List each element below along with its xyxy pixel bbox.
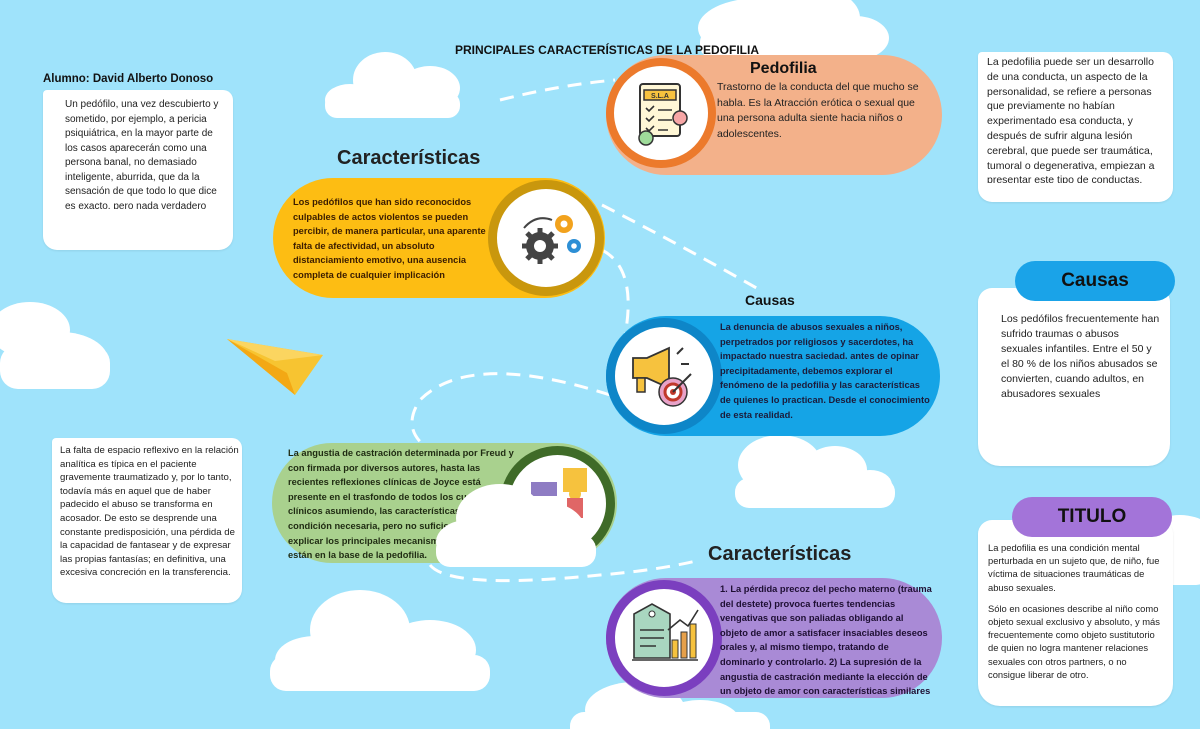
- connector-causas-to-green: [410, 372, 611, 452]
- connector-pedofilia-to-causas: [601, 203, 761, 292]
- checklist-icon: S.L.A: [638, 83, 688, 146]
- caracteristicas-2-text: 1. La pérdida precoz del pecho materno (…: [720, 584, 932, 697]
- gears-icon: [522, 215, 581, 264]
- price-tag-growth-icon: [632, 603, 699, 661]
- cloud-top-right: [698, 0, 889, 60]
- checklist-icon-label: S.L.A: [651, 93, 669, 100]
- student-name: Alumno: David Alberto Donoso: [43, 73, 214, 85]
- left-top-note-text: Un pedófilo, una vez descubierto y somet…: [65, 99, 219, 209]
- causas-right-note-card: [978, 288, 1170, 466]
- megaphone-target-icon: [632, 346, 692, 407]
- titulo-paragraph-1: La pedofilia es una condición mental per…: [988, 542, 1160, 593]
- cloud-top-center: [325, 52, 460, 118]
- right-top-note-card: [978, 52, 1173, 202]
- pedofilia-text: Trastorno de la conducta del que mucho s…: [717, 81, 919, 140]
- page-title: PRINCIPALES CARACTERÍSTICAS DE LA PEDOFI…: [455, 43, 760, 57]
- cloud-right-middle: [735, 435, 895, 508]
- caracteristicas-heading-1: Características: [337, 147, 481, 169]
- caracteristicas-1-icon-circle: [488, 180, 604, 296]
- caracteristicas-heading-2: Características: [708, 543, 852, 565]
- caracteristicas-1-text: Los pedófilos que han sido reconocidos c…: [293, 197, 486, 280]
- causas-right-tag: Causas: [1015, 261, 1175, 301]
- overlay-cloud: [436, 484, 596, 567]
- cloud-bottom-center: [270, 590, 490, 691]
- left-top-note-card: [43, 90, 233, 250]
- titulo-right-text: La pedofilia es una condición mental per…: [988, 541, 1163, 701]
- connector-green-to-purple: [428, 558, 701, 583]
- left-bottom-note-card: [52, 438, 242, 603]
- left-bottom-note-text: La falta de espacio reflexivo en la rela…: [60, 445, 239, 579]
- paper-plane-icon: [227, 339, 323, 395]
- causas-heading-center: Causas: [745, 292, 795, 308]
- right-top-note-text: La pedofilia puede ser un desarrollo de …: [987, 56, 1155, 183]
- connector-title-to-pedofilia: [499, 78, 616, 102]
- titulo-right-tag: TITULO: [1012, 497, 1172, 537]
- causas-right-text: Los pedófilos frecuentemente han sufrido…: [1001, 313, 1160, 400]
- cloud-bottom-middle: [570, 682, 770, 729]
- titulo-paragraph-2: Sólo en ocasiones describe al niño como …: [988, 602, 1160, 680]
- green-pill-text: La angustia de castración determinada po…: [288, 448, 514, 561]
- cloud-left-middle: [0, 302, 110, 389]
- pedofilia-heading: Pedofilia: [750, 60, 817, 77]
- causas-text: La denuncia de abusos sexuales a niños, …: [720, 322, 930, 420]
- titulo-right-note-card: [978, 520, 1173, 706]
